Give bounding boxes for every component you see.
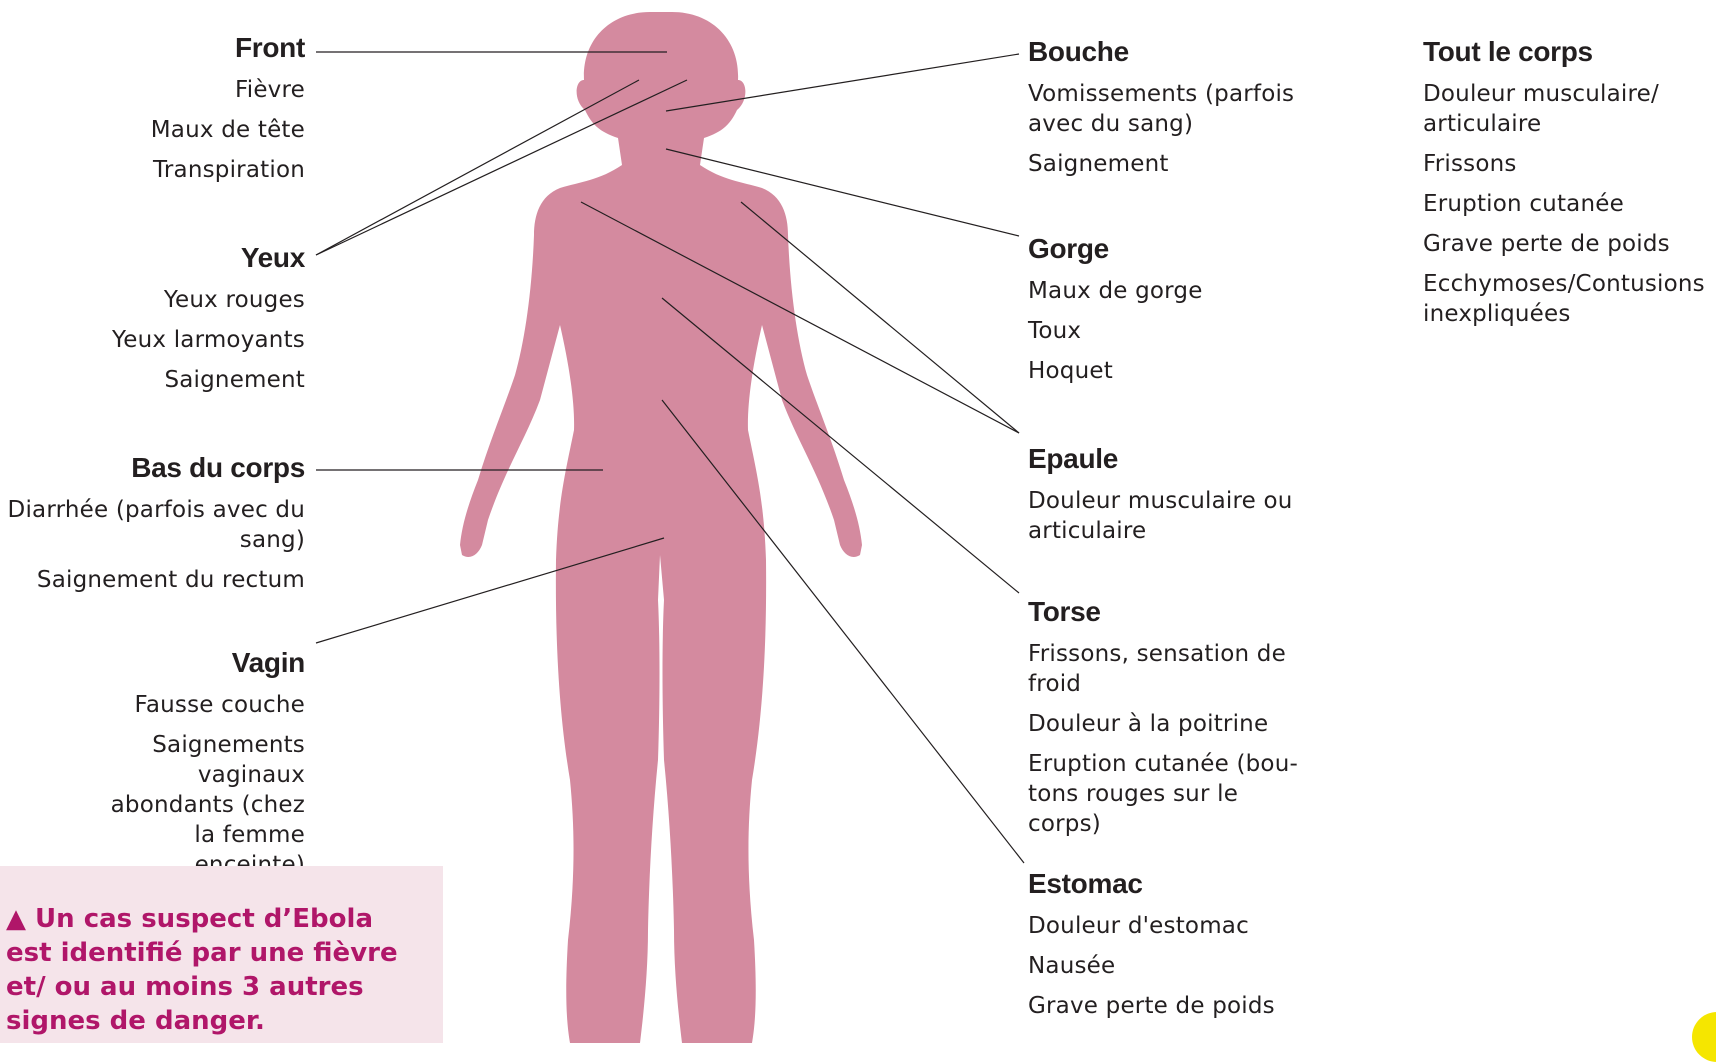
- group-title: Front: [5, 31, 305, 65]
- symptom-item: Yeux rouges: [5, 285, 305, 315]
- symptom-item: Hoquet: [1028, 356, 1313, 386]
- symptom-item: Grave perte de poids: [1423, 229, 1713, 259]
- warning-box: ▲ Un cas suspect d’Ebola est identifié p…: [0, 866, 443, 1043]
- symptom-item: Douleur musculaire ou articulaire: [1028, 486, 1298, 546]
- group-title: Torse: [1028, 595, 1313, 629]
- symptom-item: Maux de tête: [5, 115, 305, 145]
- group-estomac: Estomac Douleur d'estomac Nausée Grave p…: [1028, 867, 1313, 1031]
- group-title: Estomac: [1028, 867, 1313, 901]
- group-gorge: Gorge Maux de gorge Toux Hoquet: [1028, 232, 1313, 396]
- symptom-item: Transpiration: [5, 155, 305, 185]
- group-bouche: Bouche Vomissements (parfois avec du san…: [1028, 35, 1313, 189]
- symptom-item: Vomissements (parfois avec du sang): [1028, 79, 1298, 139]
- group-title: Bouche: [1028, 35, 1313, 69]
- symptom-item: Yeux larmoyants: [5, 325, 305, 355]
- symptom-item: Diarrhée (parfois avec du sang): [5, 495, 305, 555]
- group-title: Bas du corps: [5, 451, 305, 485]
- symptom-item: Fausse couche: [5, 690, 305, 720]
- symptom-item: Maux de gorge: [1028, 276, 1313, 306]
- group-front: Front Fièvre Maux de tête Transpiration: [5, 31, 305, 195]
- symptom-item: Douleur d'estomac: [1028, 911, 1313, 941]
- group-title: Gorge: [1028, 232, 1313, 266]
- group-title: Epaule: [1028, 442, 1313, 476]
- symptom-item: Eruption cutanée (bou-tons rouges sur le…: [1028, 749, 1313, 839]
- group-torse: Torse Frissons, sensation de froid Doule…: [1028, 595, 1313, 849]
- symptom-item: Grave perte de poids: [1028, 991, 1313, 1021]
- group-vagin: Vagin Fausse couche Saignements vaginaux…: [5, 646, 305, 890]
- group-title: Vagin: [5, 646, 305, 680]
- symptom-item: Fièvre: [5, 75, 305, 105]
- symptom-item: Toux: [1028, 316, 1313, 346]
- symptom-item: Douleur musculaire/ articulaire: [1423, 79, 1673, 139]
- symptom-item: Saignement: [5, 365, 305, 395]
- symptom-item: Saignement: [1028, 149, 1313, 179]
- group-title: Tout le corps: [1423, 35, 1713, 69]
- symptom-item: Frissons: [1423, 149, 1713, 179]
- group-epaule: Epaule Douleur musculaire ou articulaire: [1028, 442, 1313, 556]
- group-tout-le-corps: Tout le corps Douleur musculaire/ articu…: [1423, 35, 1713, 339]
- symptom-item: Eruption cutanée: [1423, 189, 1713, 219]
- warning-text: ▲ Un cas suspect d’Ebola est identifié p…: [6, 902, 426, 1038]
- body-shape: [460, 12, 862, 1043]
- symptom-item: Frissons, sensation de froid: [1028, 639, 1298, 699]
- group-title: Yeux: [5, 241, 305, 275]
- symptom-item: Douleur à la poitrine: [1028, 709, 1313, 739]
- symptom-item: Nausée: [1028, 951, 1313, 981]
- group-yeux: Yeux Yeux rouges Yeux larmoyants Saignem…: [5, 241, 305, 405]
- symptom-item: Saignement du rectum: [5, 565, 305, 595]
- symptom-item: Ecchymoses/Contusions inexpliquées: [1423, 269, 1713, 329]
- group-bas-du-corps: Bas du corps Diarrhée (parfois avec du s…: [5, 451, 305, 605]
- symptom-item: Saignements vaginaux abondants (chez la …: [95, 730, 305, 880]
